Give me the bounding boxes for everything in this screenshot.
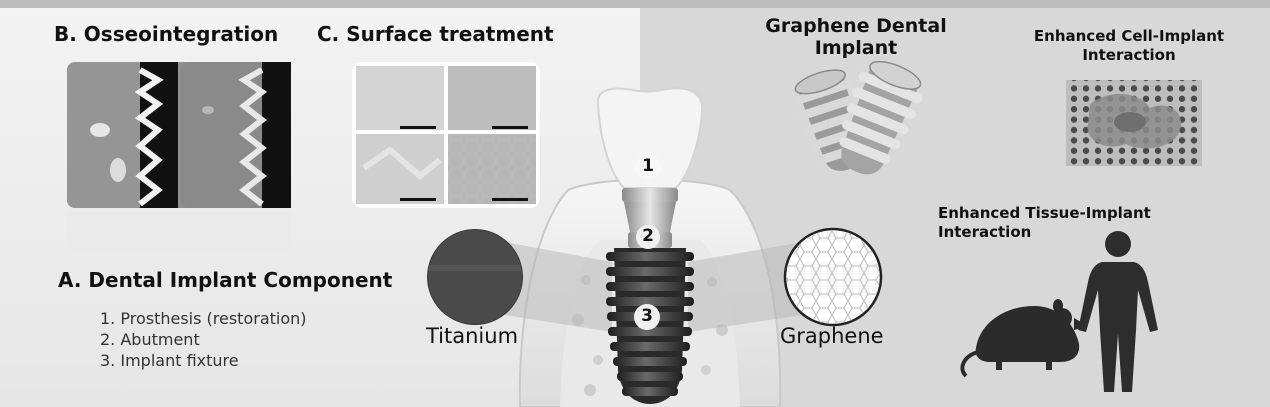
component-item-abutment: 2. Abutment bbox=[100, 330, 200, 349]
component-title: A. Dental Implant Component bbox=[58, 268, 393, 292]
cell-interaction-title: Enhanced Cell-Implant Interaction bbox=[1033, 27, 1225, 64]
abutment bbox=[622, 188, 678, 248]
rat-silhouette bbox=[960, 299, 1088, 378]
marker-2: 2 bbox=[642, 226, 654, 246]
titanium-zoom-wedge bbox=[505, 242, 612, 332]
marker-3: 3 bbox=[641, 306, 653, 326]
surface-treatment-title: C. Surface treatment bbox=[317, 22, 554, 46]
osseointegration-title: B. Osseointegration bbox=[54, 22, 279, 46]
osseointegration-micrograph bbox=[67, 62, 291, 250]
marker-2-circle bbox=[636, 225, 660, 249]
component-list: 1. Prosthesis (restoration) 2. Abutment … bbox=[100, 308, 307, 371]
titanium-texture-swatch bbox=[427, 229, 523, 325]
surface-treatment-micrograph bbox=[352, 62, 540, 208]
graphene-zoom-wedge bbox=[688, 242, 803, 332]
titanium-label: Titanium bbox=[426, 324, 519, 348]
graphene-label: Graphene bbox=[780, 324, 884, 348]
component-item-prosthesis: 1. Prosthesis (restoration) bbox=[100, 309, 307, 328]
crown-prosthesis bbox=[596, 87, 704, 189]
component-item-fixture: 3. Implant fixture bbox=[100, 351, 239, 370]
marker-3-circle bbox=[634, 304, 660, 330]
graphene-implant-title: Graphene Dental Implant bbox=[765, 15, 947, 59]
cell-graphene-illustration bbox=[1066, 80, 1202, 166]
graphene-lattice-swatch bbox=[783, 227, 883, 327]
marker-1-circle bbox=[635, 154, 661, 180]
human-silhouette bbox=[1078, 231, 1158, 392]
top-border bbox=[0, 0, 1270, 8]
tissue-interaction-title: Enhanced Tissue-Implant Interaction bbox=[938, 204, 1151, 241]
graphene-implant-illustration bbox=[792, 60, 923, 175]
marker-1: 1 bbox=[642, 156, 654, 176]
